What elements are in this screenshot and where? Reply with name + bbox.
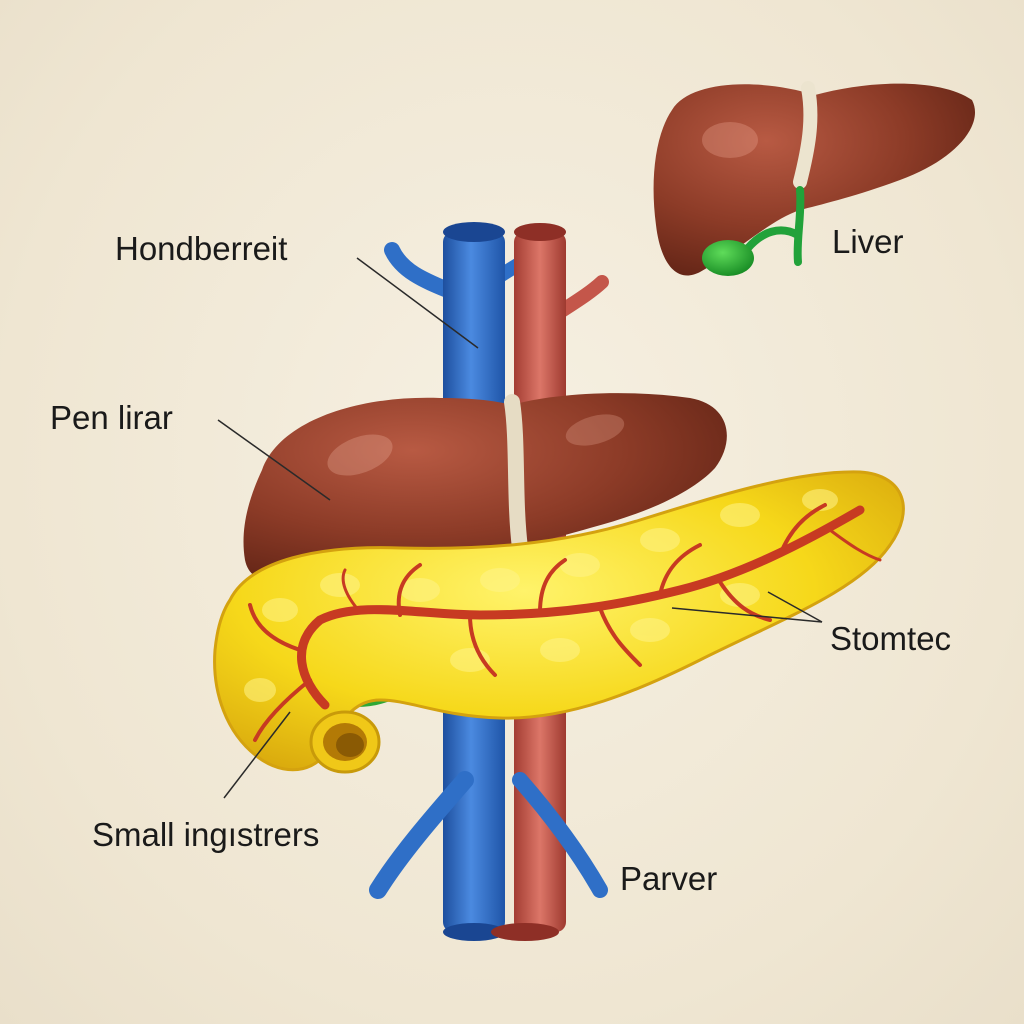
liver-main-illustration [243, 393, 727, 585]
leader-line-small-ingistrers [223, 711, 291, 799]
leader-line-stomtec-2 [767, 591, 823, 623]
pancreas-illustration [213, 470, 905, 774]
liver-small-illustration [653, 81, 976, 276]
label-parver: Parver [620, 860, 718, 897]
leader-line-pen-lirar [217, 419, 331, 501]
label-liver: Liver [832, 223, 904, 260]
leader-line-hondberreit [356, 257, 479, 349]
label-hondberreit: Hondberreit [115, 230, 288, 267]
label-small-ingistrers: Small ingıstrers [92, 816, 320, 853]
label-stomtec: Stomtec [830, 620, 952, 657]
leader-lines [217, 257, 823, 799]
label-pen-lirar: Pen lirar [50, 399, 173, 436]
leader-line-stomtec [671, 607, 823, 623]
